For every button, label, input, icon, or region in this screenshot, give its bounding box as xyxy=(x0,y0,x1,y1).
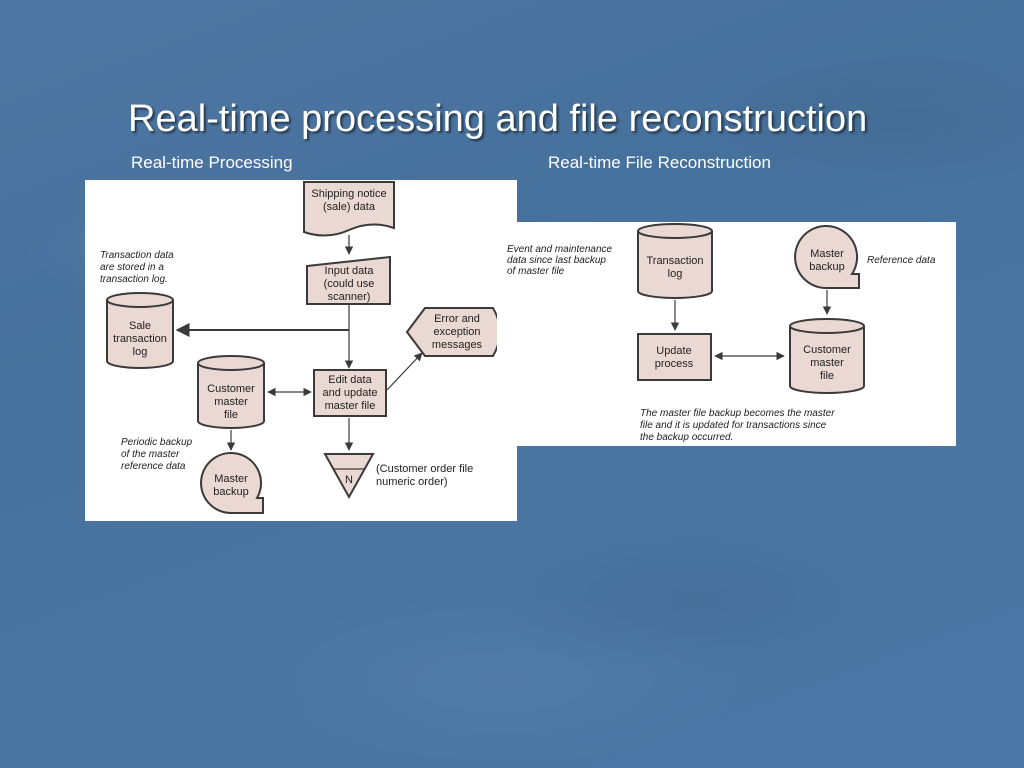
shipping-notice-line2: (sale) data xyxy=(323,201,376,213)
shipping-notice-line1: Shipping notice xyxy=(311,188,386,200)
edit-update-process-box: Edit data and update master file xyxy=(313,369,387,417)
processing-flowchart-svg: Shipping notice (sale) data Input data (… xyxy=(100,181,501,514)
error-messages-display: Error and exception messages xyxy=(405,307,501,357)
input-data-manual-input: Input data (could use scanner) xyxy=(306,255,391,305)
note-backup-line1: Periodic backup xyxy=(121,437,193,448)
file-reconstruction-diagram: Event and maintenance data since last ba… xyxy=(497,222,956,446)
reconstruction-flowchart-svg: Event and maintenance data since last ba… xyxy=(507,223,936,443)
customer-master-file-cylinder-right: Customer master file xyxy=(789,318,865,394)
update-process-box: Update process xyxy=(637,333,712,381)
right-master-backup-line1: Master xyxy=(810,248,844,260)
edit-update-line3: master file xyxy=(325,400,376,412)
master-backup-tape-right: Master backup xyxy=(794,225,860,290)
right-customer-master-line2: master xyxy=(810,357,844,369)
right-customer-master-line1: Customer xyxy=(803,344,851,356)
offline-storage-triangle: N xyxy=(323,453,375,500)
transaction-log-line2: log xyxy=(668,268,683,280)
customer-master-line3: file xyxy=(224,409,238,421)
reference-data-label: Reference data xyxy=(867,255,936,266)
master-backup-line1: Master xyxy=(214,473,248,485)
transaction-log-line1: Transaction xyxy=(646,255,703,267)
note-bottom-line3: the backup occurred. xyxy=(640,432,733,443)
real-time-processing-diagram: Shipping notice (sale) data Input data (… xyxy=(85,180,517,521)
customer-master-line2: master xyxy=(214,396,248,408)
input-data-line1: Input data xyxy=(325,265,375,277)
edit-update-line2: and update xyxy=(322,387,377,399)
note-event-line3: of master file xyxy=(507,266,565,277)
slide-title: Real-time processing and file reconstruc… xyxy=(128,98,868,140)
note-transaction-line2: are stored in a xyxy=(100,262,164,273)
shipping-notice-document: Shipping notice (sale) data xyxy=(303,181,395,237)
master-backup-tape: Master backup xyxy=(200,452,264,514)
edit-update-line1: Edit data xyxy=(328,374,372,386)
note-bottom-line1: The master file backup becomes the maste… xyxy=(640,408,835,419)
offline-label: N xyxy=(345,474,353,486)
right-customer-master-line3: file xyxy=(820,370,834,382)
customer-master-line1: Customer xyxy=(207,383,255,395)
customer-order-note-line1: (Customer order file xyxy=(376,463,473,475)
caption-file-reconstruction: Real-time File Reconstruction xyxy=(548,153,771,172)
note-event-line2: data since last backup xyxy=(507,255,606,266)
note-backup-line2: of the master xyxy=(121,449,180,460)
note-bottom-line2: file and it is updated for transactions … xyxy=(640,420,827,431)
note-transaction-line1: Transaction data xyxy=(100,250,174,261)
caption-real-time-processing: Real-time Processing xyxy=(131,153,293,172)
note-backup-line3: reference data xyxy=(121,461,186,472)
customer-master-file-cylinder: Customer master file xyxy=(197,355,265,429)
update-process-line2: process xyxy=(655,358,694,370)
sale-log-line1: Sale xyxy=(129,320,151,332)
error-messages-line2: exception xyxy=(433,326,480,338)
customer-order-note-line2: numeric order) xyxy=(376,476,448,488)
sale-transaction-log-cylinder: Sale transaction log xyxy=(106,292,174,369)
arrow-edit-to-errors xyxy=(386,352,423,391)
input-data-line3: scanner) xyxy=(328,291,371,303)
right-master-backup-line2: backup xyxy=(809,261,844,273)
error-messages-line3: messages xyxy=(432,339,483,351)
sale-log-line2: transaction xyxy=(113,333,167,345)
input-data-line2: (could use xyxy=(324,278,375,290)
transaction-log-cylinder: Transaction log xyxy=(637,223,713,299)
update-process-line1: Update xyxy=(656,345,691,357)
note-transaction-line3: transaction log. xyxy=(100,274,168,285)
master-backup-line2: backup xyxy=(213,486,248,498)
sale-log-line3: log xyxy=(133,346,148,358)
note-event-line1: Event and maintenance xyxy=(507,244,613,255)
error-messages-line1: Error and xyxy=(434,313,480,325)
